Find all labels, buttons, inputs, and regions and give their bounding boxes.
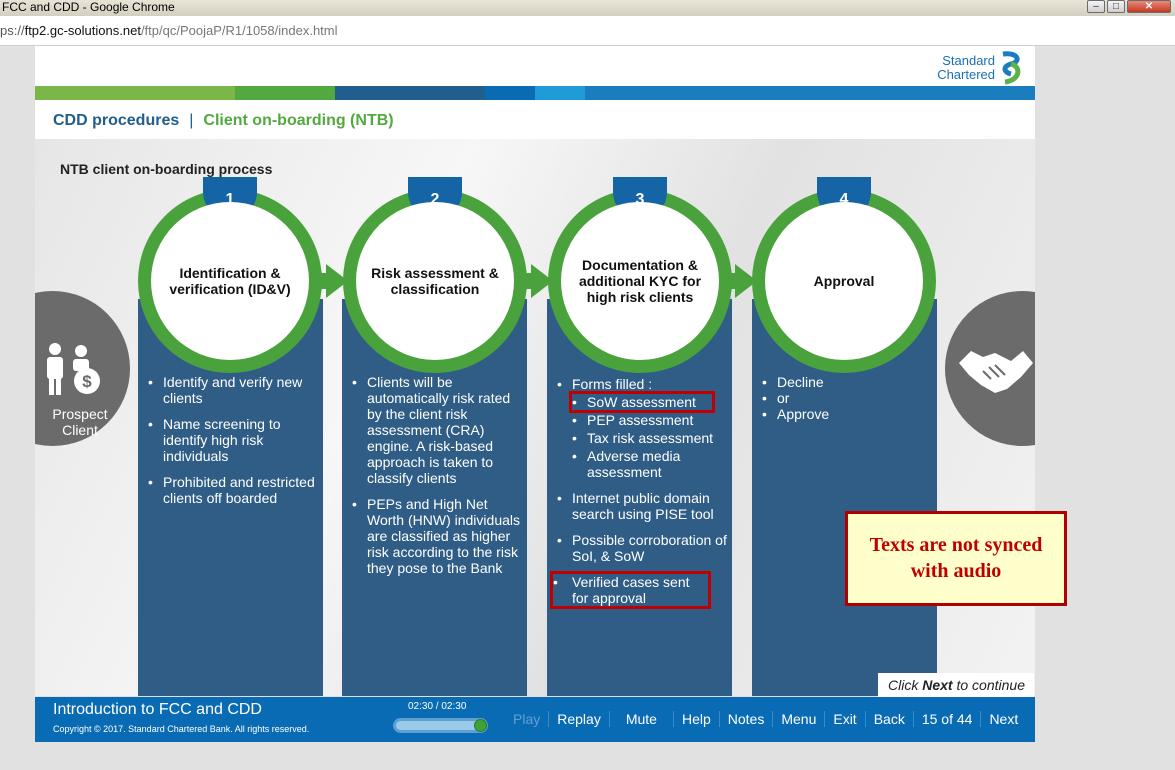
step-1-bullet: Name screening to identify high risk ind…: [148, 416, 318, 464]
player-footer: Introduction to FCC and CDD Copyright © …: [35, 697, 1035, 742]
arrow-right-icon: [735, 264, 757, 298]
step-3-bullet: Possible corroboration of SoI, & SoW: [557, 532, 727, 564]
step-2-bullet: PEPs and High Net Worth (HNW) individual…: [352, 496, 522, 576]
step-4-bullet: or: [762, 390, 932, 406]
progress-knob[interactable]: [474, 719, 487, 732]
colorbar-seg-6: [585, 86, 1035, 100]
annotation-line2: with audio: [910, 560, 1002, 582]
prospect-client-label: Prospect Client: [52, 406, 108, 438]
hint-bold: Next: [922, 677, 953, 693]
step-4-bullet: Decline: [762, 374, 932, 390]
colorbar-seg-1: [35, 86, 235, 100]
notes-button[interactable]: Notes: [718, 711, 773, 727]
url-path: /ftp/qc/PoojaP/R1/1058/index.html: [140, 23, 338, 38]
menu-button[interactable]: Menu: [772, 711, 824, 727]
course-player: Standard Chartered CDD procedures | Clie…: [35, 46, 1035, 696]
url-scheme: ps://: [0, 23, 25, 38]
exit-button[interactable]: Exit: [824, 711, 864, 727]
step-1-bullet: Prohibited and restricted clients off bo…: [148, 474, 318, 506]
topic-title: Client on-boarding (NTB): [203, 112, 394, 129]
hint-prefix: Click: [888, 677, 923, 693]
breadcrumb-separator: |: [189, 112, 194, 129]
back-button[interactable]: Back: [864, 711, 913, 727]
step-3-forms-item: Forms filled : SoW assessment PEP assess…: [557, 376, 727, 480]
minimize-icon[interactable]: –: [1087, 0, 1105, 13]
step-4-ring: 4 Approval: [752, 177, 936, 373]
progress-fill: [396, 721, 484, 730]
brand-color-bar: [35, 86, 1035, 100]
step-3-title: Documentation & additional KYC for high …: [578, 257, 702, 305]
mute-button[interactable]: Mute: [608, 711, 673, 727]
close-icon[interactable]: ✕: [1127, 0, 1171, 13]
process-title: NTB client on-boarding process: [60, 161, 273, 177]
handshake-icon: [959, 351, 1033, 393]
window-title: FCC and CDD - Google Chrome: [2, 0, 175, 14]
colorbar-seg-5: [535, 86, 585, 100]
step-2-title: Risk assessment & classification: [371, 265, 499, 297]
play-button[interactable]: Play: [513, 711, 541, 727]
step-3-forms-label: Forms filled :: [572, 376, 653, 392]
replay-button[interactable]: Replay: [548, 711, 609, 727]
prospect-client-icon: $: [47, 343, 100, 395]
step-4-bullet: Approve: [762, 406, 932, 422]
step-2-ring: 2 Risk assessment & classification: [343, 177, 527, 373]
step-4-bullets: Decline or Approve: [762, 374, 932, 432]
step-1-circle: Identification & verification (ID&V): [151, 202, 309, 360]
logo-line2: Chartered: [937, 67, 995, 82]
player-controls: Play Replay Mute Help Notes Menu Exit Ba…: [505, 711, 1026, 727]
step-3-bullet: Internet public domain search using PISE…: [557, 490, 727, 522]
standard-chartered-logo: Standard Chartered: [937, 50, 1023, 86]
breadcrumb: CDD procedures | Client on-boarding (NTB…: [53, 112, 394, 130]
step-3-form: PEP assessment: [572, 412, 727, 428]
copyright: Copyright © 2017. Standard Chartered Ban…: [53, 724, 310, 734]
colorbar-seg-4: [485, 86, 535, 100]
annotation-line1: Texts are not synced: [869, 534, 1043, 556]
step-2-bullets: Clients will be automatically risk rated…: [352, 374, 522, 586]
review-annotation: Texts are not synced with audio: [845, 511, 1067, 606]
step-3-circle: Documentation & additional KYC for high …: [561, 202, 719, 360]
slide-content: NTB client on-boarding process $ Prospec…: [35, 139, 1035, 696]
audio-progress-bar[interactable]: [393, 718, 488, 733]
step-3-bullets: Forms filled : SoW assessment PEP assess…: [550, 376, 727, 616]
prospect-client-circle: $ Prospect Client: [35, 291, 130, 446]
step-4-circle: Approval: [765, 202, 923, 360]
step-1-ring: 1 Identification & verification (ID&V): [138, 177, 322, 373]
logo-swirl-icon: [1002, 51, 1021, 85]
course-title: Introduction to FCC and CDD: [53, 701, 262, 718]
url-host: ftp2.gc-solutions.net: [24, 23, 141, 38]
logo-text: Standard Chartered: [937, 54, 995, 82]
page-counter: 15 of 44: [912, 711, 981, 727]
hint-suffix: to continue: [952, 677, 1025, 693]
step-3-form: Adverse media assessment: [572, 448, 727, 480]
next-button[interactable]: Next: [980, 711, 1026, 727]
step-3-ring: 3 Documentation & additional KYC for hig…: [548, 177, 732, 373]
audio-time: 02:30 / 02:30: [408, 701, 467, 712]
step-1-bullets: Identify and verify new clients Name scr…: [148, 374, 318, 516]
arrow-right-icon: [326, 264, 348, 298]
colorbar-seg-3: [335, 86, 485, 100]
step-4-title: Approval: [813, 273, 875, 289]
window-titlebar: FCC and CDD - Google Chrome – □ ✕: [0, 0, 1175, 16]
arrow-right-icon: [531, 264, 553, 298]
step-1-bullet: Identify and verify new clients: [148, 374, 318, 406]
window-controls: – □ ✕: [1087, 0, 1171, 13]
step-3-panel: Forms filled : SoW assessment PEP assess…: [547, 299, 732, 696]
click-next-hint: Click Next to continue: [878, 673, 1034, 697]
help-button[interactable]: Help: [672, 711, 719, 727]
step-1-title: Identification & verification (ID&V): [169, 265, 291, 297]
step-2-circle: Risk assessment & classification: [356, 202, 514, 360]
step-3-bullet-highlighted: Verified cases sent for approval: [550, 571, 711, 609]
browser-viewport: Standard Chartered CDD procedures | Clie…: [0, 46, 1175, 770]
maximize-icon[interactable]: □: [1107, 0, 1125, 13]
step-3-form-sow: SoW assessment: [569, 391, 715, 413]
step-3-form: Tax risk assessment: [572, 430, 727, 446]
svg-text:$: $: [82, 372, 92, 391]
section-title: CDD procedures: [53, 112, 180, 129]
address-bar[interactable]: ps://ftp2.gc-solutions.net/ftp/qc/PoojaP…: [0, 16, 1175, 46]
handshake-circle: [945, 291, 1035, 446]
colorbar-seg-2: [235, 86, 335, 100]
logo-line1: Standard: [942, 53, 995, 68]
step-2-bullet: Clients will be automatically risk rated…: [352, 374, 522, 486]
